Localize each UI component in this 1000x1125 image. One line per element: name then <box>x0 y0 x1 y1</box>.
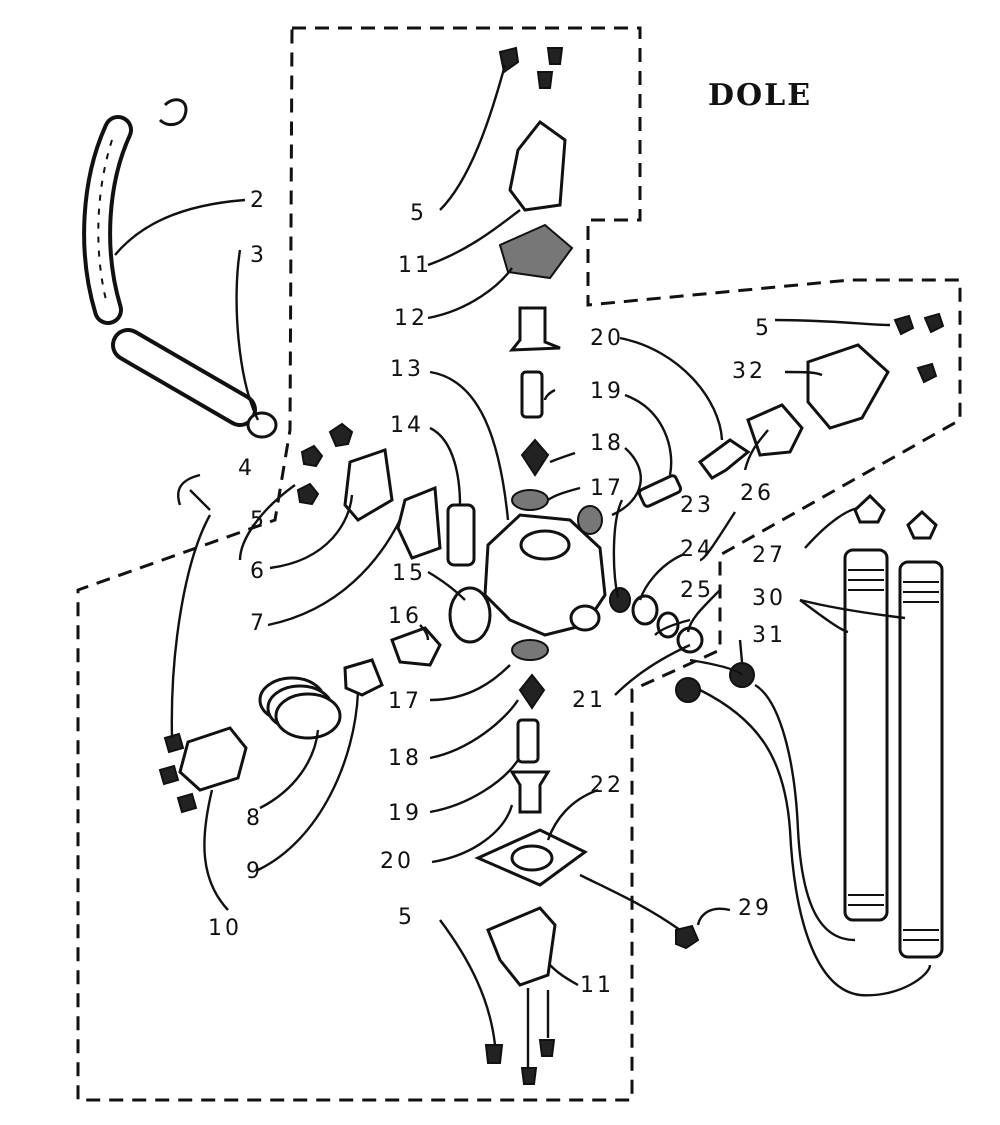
callout-5-right: 5 <box>755 316 772 341</box>
callout-22: 22 <box>590 773 624 798</box>
hose-clamp <box>246 411 278 439</box>
callout-10: 10 <box>208 916 242 941</box>
drain-tubing <box>754 683 856 942</box>
callout-5-left: 5 <box>250 508 267 533</box>
gasket-26 <box>746 403 804 457</box>
screw <box>916 362 938 384</box>
screw <box>520 1067 538 1085</box>
diaphragm-12 <box>498 223 574 280</box>
valve-18-top <box>520 438 550 477</box>
body-port <box>569 604 601 632</box>
washer-17-bottom <box>511 639 549 661</box>
valve-seat-20-top <box>508 306 561 352</box>
callout-4: 4 <box>238 456 255 481</box>
callout-11-bottom: 11 <box>580 973 614 998</box>
callout-19-top: 19 <box>590 379 624 404</box>
screw <box>536 71 554 89</box>
callout-30: 30 <box>752 586 786 611</box>
callout-11-top: 11 <box>398 253 432 278</box>
callout-18-top: 18 <box>590 431 624 456</box>
drain-tubing <box>699 688 932 997</box>
callout-5-top: 5 <box>410 201 427 226</box>
screw <box>163 732 185 754</box>
valve-cap-11-bottom <box>486 906 557 987</box>
washer-23 <box>609 587 631 613</box>
body-port <box>519 529 571 561</box>
callout-7: 7 <box>250 611 267 636</box>
callout-12: 12 <box>394 306 428 331</box>
gasket-22-hole <box>510 844 554 872</box>
spring-19-side <box>637 474 683 508</box>
callout-20-top: 20 <box>590 326 624 351</box>
callout-13: 13 <box>390 357 424 382</box>
callout-9: 9 <box>246 859 263 884</box>
cap-21 <box>675 677 701 703</box>
valve-cap-11-top <box>508 119 567 212</box>
diaphragm-14 <box>446 503 476 567</box>
callout-27: 27 <box>752 543 786 568</box>
washer-25 <box>656 611 680 639</box>
fitting-29 <box>675 924 700 950</box>
assembly-boundary <box>76 26 962 1102</box>
callout-26: 26 <box>740 481 774 506</box>
callout-32: 32 <box>732 359 766 384</box>
valve-18-bottom <box>518 673 546 710</box>
cap-27-right <box>906 509 938 540</box>
screw <box>328 422 354 448</box>
callout-8: 8 <box>246 806 263 831</box>
tube-30-right <box>898 560 944 959</box>
callout-23: 23 <box>680 493 714 518</box>
fitting-16 <box>390 626 442 667</box>
callout-17-top: 17 <box>590 476 624 501</box>
gasket-7 <box>396 485 442 560</box>
nut-9 <box>343 658 384 697</box>
screw <box>923 312 945 334</box>
callout-2: 2 <box>250 188 267 213</box>
screw <box>176 792 198 814</box>
callout-15: 15 <box>392 561 426 586</box>
callout-3: 3 <box>250 243 267 268</box>
o-ring-15 <box>448 586 492 644</box>
tube-30-left <box>843 548 889 922</box>
callout-19-bottom: 19 <box>388 801 422 826</box>
spring-8 <box>258 676 342 740</box>
bracket-10 <box>178 726 248 792</box>
valve-seat-20-bottom <box>509 770 551 814</box>
washer-24 <box>631 594 659 626</box>
diagram-title: DOLE <box>708 78 812 113</box>
callout-17-bottom: 17 <box>388 689 422 714</box>
callout-20-bottom: 20 <box>380 849 414 874</box>
cap-27-left <box>853 493 886 524</box>
screw <box>158 764 180 786</box>
spring-19-top <box>520 370 544 419</box>
callout-24: 24 <box>680 537 714 562</box>
callout-6: 6 <box>250 559 267 584</box>
valve-seat-20-side <box>697 438 751 480</box>
callout-5-bottom: 5 <box>398 905 415 930</box>
screw <box>300 444 324 468</box>
screw <box>484 1044 504 1064</box>
callout-31: 31 <box>752 623 786 648</box>
washer-17-top <box>511 489 549 511</box>
screw <box>296 482 320 506</box>
hose-2 <box>82 115 133 325</box>
callout-16: 16 <box>388 604 422 629</box>
screw <box>893 314 915 336</box>
hose-3 <box>111 328 257 427</box>
callout-18-bottom: 18 <box>388 746 422 771</box>
callout-29: 29 <box>738 896 772 921</box>
callout-21: 21 <box>572 688 606 713</box>
spring-19-bottom <box>516 718 540 764</box>
screw <box>498 46 520 74</box>
leader-lines <box>114 64 906 1068</box>
clip <box>158 98 188 127</box>
cover-plate-6 <box>343 447 394 522</box>
washer-17-side <box>577 505 603 535</box>
callout-25: 25 <box>680 578 714 603</box>
callout-14: 14 <box>390 413 424 438</box>
screw <box>538 1039 556 1057</box>
screw <box>546 47 564 65</box>
bracket-32 <box>806 343 890 430</box>
